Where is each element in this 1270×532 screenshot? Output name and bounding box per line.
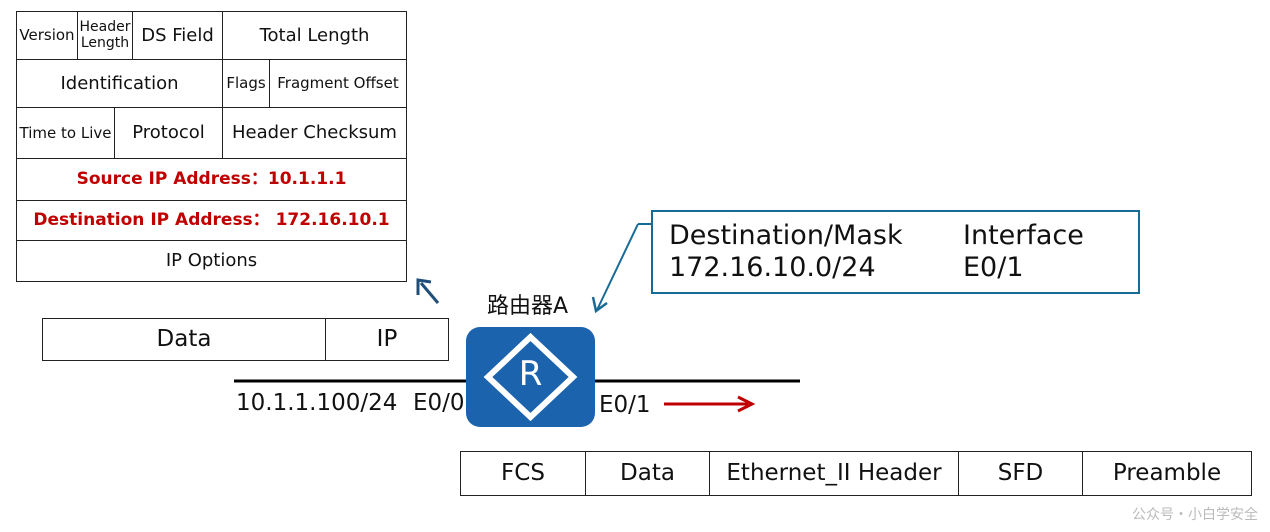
dest-ip-cell: Destination IP Address： 172.16.10.1	[16, 200, 407, 241]
total-length-cell: Total Length	[222, 11, 407, 60]
frame-preamble-cell: Preamble	[1082, 451, 1252, 496]
frame-data-cell: Data	[585, 451, 710, 496]
ip-options-cell: IP Options	[16, 240, 407, 282]
protocol-cell: Protocol	[114, 107, 223, 159]
frame-sfd-cell: SFD	[958, 451, 1083, 496]
route-dest-value: 172.16.10.0/24	[669, 252, 876, 283]
fragment-offset-cell: Fragment Offset	[269, 59, 407, 108]
identification-cell: Identification	[16, 59, 223, 108]
callout-arrow-icon	[591, 223, 651, 314]
route-iface-value: E0/1	[963, 252, 1024, 283]
up-arrow-icon	[416, 278, 440, 304]
flags-cell: Flags	[222, 59, 270, 108]
interface-out-label: E0/1	[599, 392, 651, 418]
host-ip-label: 10.1.1.100/24	[236, 390, 398, 416]
watermark: 公众号・小白学安全	[1132, 507, 1258, 523]
interface-in-label: E0/0	[413, 390, 465, 416]
frame-fcs-cell: FCS	[460, 451, 586, 496]
route-col-dest: Destination/Mask	[669, 220, 903, 251]
forward-arrow-icon	[664, 395, 756, 413]
ttl-cell: Time to Live	[16, 107, 115, 159]
header-checksum-cell: Header Checksum	[222, 107, 407, 159]
routing-table: Destination/Mask Interface 172.16.10.0/24…	[651, 210, 1140, 294]
version-cell: Version	[16, 11, 78, 60]
router-name-label: 路由器A	[487, 294, 569, 319]
router-icon: R	[466, 327, 595, 427]
header-length-cell: Header Length	[77, 11, 133, 60]
frame-header-cell: Ethernet_II Header	[709, 451, 959, 496]
packet-data-cell: Data	[42, 318, 326, 361]
source-ip-cell: Source IP Address：10.1.1.1	[16, 158, 407, 201]
route-col-iface: Interface	[963, 220, 1084, 251]
packet-ip-cell: IP	[325, 318, 449, 361]
router-symbol: R	[518, 354, 543, 394]
